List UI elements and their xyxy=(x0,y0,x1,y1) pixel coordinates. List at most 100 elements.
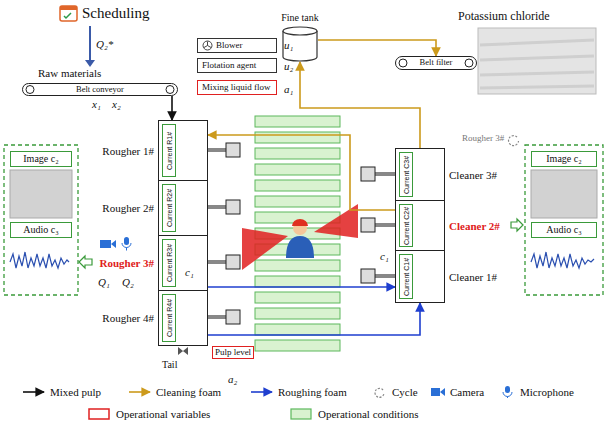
current-strip: Current C2# xyxy=(399,204,413,247)
text-label: x₁ xyxy=(92,98,101,110)
cycle-icon xyxy=(509,136,519,146)
box-label: Audio c₃ xyxy=(546,224,581,235)
cleaner-cell: Cleaner 1#Current C1# xyxy=(395,250,445,303)
legend-box xyxy=(291,409,311,419)
current-label: Current R4# xyxy=(166,299,173,337)
current-strip: Current R3# xyxy=(162,239,176,287)
current-strip: Current R2# xyxy=(162,184,176,232)
flow-connector xyxy=(171,96,173,120)
legend-text: Cleaning foam xyxy=(156,386,221,398)
legend-entry: Cleaning foam xyxy=(128,386,221,398)
cleaner-cell: Cleaner 2#Current C2# xyxy=(395,200,445,251)
legend-entry: Operational conditions xyxy=(290,408,419,420)
tail-valve xyxy=(178,347,188,355)
legend-sample xyxy=(128,386,152,398)
calendar-top xyxy=(60,6,77,10)
machine-shaft xyxy=(375,274,395,278)
belt-label: Belt filter xyxy=(420,57,453,67)
blower-icon xyxy=(202,40,213,51)
legend-arrow xyxy=(23,391,44,393)
flow-connector xyxy=(208,135,395,210)
legend-entry: Mixed pulp xyxy=(22,386,101,398)
operational-condition-box: Audio c₃ xyxy=(10,222,72,238)
actuator-box: Flotation agent xyxy=(197,58,277,73)
legend-sample xyxy=(290,408,314,420)
text-label: Rougher 3# xyxy=(462,134,504,144)
condition-slab xyxy=(255,116,340,127)
flow-connector xyxy=(208,286,395,288)
box-label: Flotation agent xyxy=(202,60,256,71)
condition-slab xyxy=(255,260,340,271)
camera-icon xyxy=(100,240,111,248)
legend-camera-lens xyxy=(440,388,445,396)
machine-motor xyxy=(226,310,240,324)
legend-camera xyxy=(431,388,440,396)
box-label: Audio c₃ xyxy=(23,224,58,235)
legend-text: Operational variables xyxy=(116,408,210,420)
legend-sample xyxy=(250,386,274,398)
legend-text: Roughing foam xyxy=(278,386,347,398)
text-label: u₁ xyxy=(284,39,293,51)
product-photo xyxy=(478,28,596,94)
current-strip: Current R1# xyxy=(162,124,176,177)
current-strip: Current C1# xyxy=(399,254,413,299)
text-label: a₁ xyxy=(284,83,293,95)
operational-condition-box: Audio c₃ xyxy=(531,222,597,238)
photo-texture xyxy=(480,40,594,88)
text-label: Potassium chloride xyxy=(458,10,550,23)
box-label: Image c₂ xyxy=(546,153,581,164)
rougher-cell: Rougher 2#Current R2# xyxy=(158,180,208,236)
belt-wheel xyxy=(26,86,34,94)
operational-condition-box: Image c₂ xyxy=(531,151,597,167)
belt-conveyor: Belt conveyor xyxy=(22,83,178,96)
legend-microphone-stand xyxy=(503,392,512,398)
box-label: Mixing liquid flow xyxy=(202,82,271,93)
text-label: c₁ xyxy=(185,266,194,278)
machine-motor xyxy=(226,200,240,214)
operational-condition-box: Image c₂ xyxy=(10,151,72,167)
cell-heading: Cleaner 3# xyxy=(449,169,497,181)
condition-slab xyxy=(255,196,340,207)
calendar-icon xyxy=(60,6,77,21)
legend-sample xyxy=(500,386,516,398)
machine-shaft xyxy=(208,148,226,152)
current-label: Current R3# xyxy=(166,244,173,282)
text-label: u₂ xyxy=(284,60,293,72)
tank-label: Fine tank xyxy=(281,12,319,23)
condition-slab xyxy=(255,324,340,335)
condition-slab xyxy=(255,276,340,287)
text-label: a₂ xyxy=(228,373,237,385)
legend-arrow xyxy=(251,391,272,393)
legend-box xyxy=(89,409,109,419)
flow-connector xyxy=(208,303,420,335)
sensor-panel xyxy=(525,145,603,295)
condition-slab xyxy=(255,132,340,143)
legend-arrow xyxy=(129,391,150,393)
condition-slab xyxy=(255,308,340,319)
operational-variable-box: Pulp level xyxy=(212,346,254,359)
flow-connector xyxy=(318,40,436,56)
text-label: Tail xyxy=(162,359,177,370)
legend-sample xyxy=(372,386,388,398)
froth-image xyxy=(531,170,597,218)
machine-shaft xyxy=(208,260,226,264)
rougher-cell: Rougher 1#Current R1# xyxy=(158,120,208,181)
text-label: c₁ xyxy=(380,250,389,262)
rougher-cell: Rougher 4#Current R4# xyxy=(158,290,208,346)
operator-helmet xyxy=(292,219,308,226)
hollow-arrow xyxy=(79,256,92,268)
schedule-arrow xyxy=(89,26,91,62)
legend-sample xyxy=(430,386,446,398)
legend-entry: Camera xyxy=(430,386,484,398)
text-label: Raw materials xyxy=(38,67,101,79)
box-label: Image c₂ xyxy=(23,153,58,164)
legend-sample xyxy=(22,386,46,398)
sensor-panel xyxy=(4,145,78,295)
condition-slab xyxy=(255,292,340,303)
text-label: Q₂ xyxy=(122,276,134,288)
view-beam xyxy=(314,204,358,238)
cell-heading: Cleaner 1# xyxy=(449,271,497,283)
machine-motor xyxy=(361,269,375,283)
text-label: x₂ xyxy=(112,98,121,110)
